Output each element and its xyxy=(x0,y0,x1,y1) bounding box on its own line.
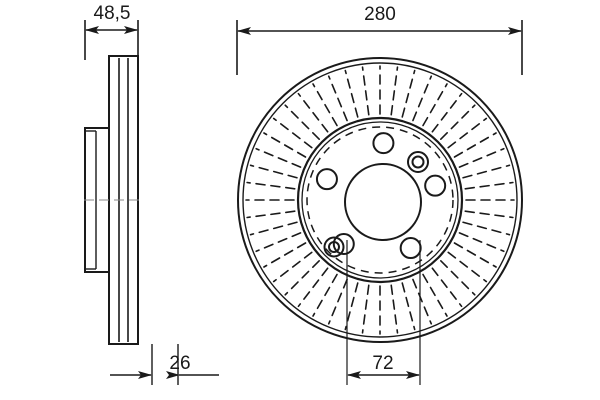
hub-vane-boundary-hidden xyxy=(306,126,454,274)
cooling-vane xyxy=(390,66,399,116)
cooling-vane xyxy=(453,242,497,268)
cooling-vane xyxy=(464,210,514,219)
dimension-diameter: 280 xyxy=(236,4,523,75)
bolt-hole xyxy=(315,168,338,191)
cooling-vane xyxy=(447,251,488,283)
threaded-hole-upper-right xyxy=(407,151,429,173)
disc-outer-inner-edge xyxy=(242,62,518,338)
cooling-vane-group xyxy=(245,65,515,335)
cooling-vane xyxy=(453,132,497,158)
hub-plate-outer xyxy=(296,116,464,284)
bolt-hole xyxy=(424,174,447,197)
bolt-hole-group xyxy=(315,132,447,260)
cooling-vane xyxy=(272,251,313,283)
centre-bore xyxy=(344,163,422,241)
cooling-vane xyxy=(401,69,416,118)
cooling-vane xyxy=(255,232,302,253)
cooling-vane xyxy=(440,104,476,140)
dimension-bore: 72 xyxy=(346,240,421,385)
bolt-hole xyxy=(399,237,422,260)
cooling-vane xyxy=(263,242,307,268)
cooling-vane xyxy=(361,66,370,116)
cooling-vane xyxy=(344,69,359,118)
cooling-vane xyxy=(447,117,488,149)
cooling-vane xyxy=(312,83,338,127)
cooling-vane xyxy=(412,75,433,122)
cooling-vane xyxy=(422,273,448,317)
cooling-vane xyxy=(312,273,338,317)
cooling-vane xyxy=(249,164,298,179)
hub-plate-inner xyxy=(301,121,459,279)
cooling-vane xyxy=(458,147,505,168)
cooling-vane xyxy=(458,232,505,253)
face-view xyxy=(237,57,523,343)
cooling-vane xyxy=(361,284,370,334)
bolt-hole xyxy=(372,132,395,155)
cooling-vane xyxy=(462,221,511,236)
cooling-vane xyxy=(464,181,514,190)
cooling-vane xyxy=(422,83,448,127)
cooling-vane xyxy=(297,92,329,133)
cooling-vane xyxy=(249,221,298,236)
dimension-width-overall: 48,5 xyxy=(84,3,139,60)
cooling-vane xyxy=(284,260,320,296)
cooling-vane xyxy=(390,284,399,334)
cooling-vane xyxy=(344,282,359,331)
dimension-diameter-label: 280 xyxy=(364,4,396,25)
cooling-vane xyxy=(327,278,348,325)
cooling-vane xyxy=(440,260,476,296)
cooling-vane xyxy=(462,164,511,179)
cooling-vane xyxy=(255,147,302,168)
cooling-vane xyxy=(246,210,296,219)
bolt-hole xyxy=(332,233,355,256)
cooling-vane xyxy=(431,92,463,133)
cooling-vane xyxy=(246,181,296,190)
disc-outer-edge xyxy=(237,57,523,343)
cooling-vane xyxy=(412,278,433,325)
cooling-vane xyxy=(272,117,313,149)
section-friction-rings xyxy=(108,55,139,345)
section-hub-inner-wall xyxy=(85,130,97,270)
dimension-thickness-label: 26 xyxy=(169,353,190,374)
dimension-thickness: 26 xyxy=(110,344,219,385)
dimension-width-overall-label: 48,5 xyxy=(94,3,131,24)
dimension-bore-label: 72 xyxy=(372,353,393,374)
threaded-hole-lower-left xyxy=(323,236,345,258)
cooling-vane xyxy=(284,104,320,140)
cooling-vane xyxy=(297,267,329,308)
cooling-vane xyxy=(401,282,416,331)
cooling-vane xyxy=(327,75,348,122)
cooling-vane xyxy=(263,132,307,158)
cooling-vane xyxy=(431,267,463,308)
section-view xyxy=(84,55,140,345)
